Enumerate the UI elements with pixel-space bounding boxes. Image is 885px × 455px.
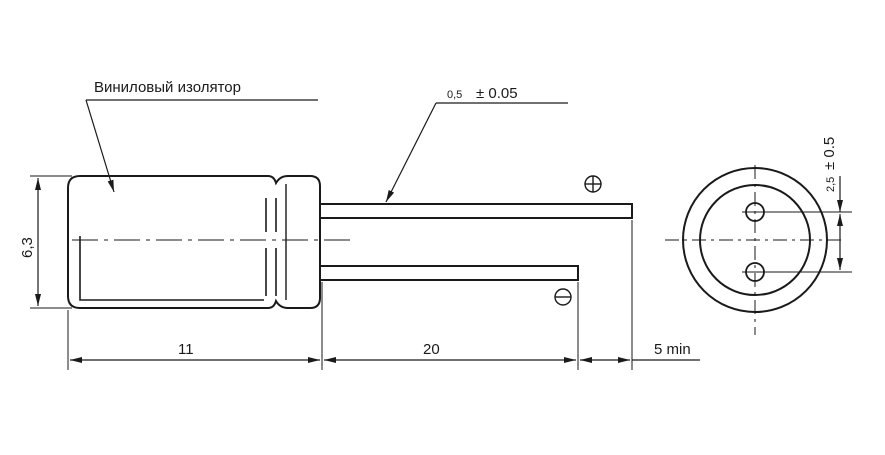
minus-sign-icon	[554, 288, 572, 306]
end-view	[665, 165, 845, 335]
lead-diameter-small: 0,5	[447, 89, 462, 101]
diameter-label: 6,3	[19, 237, 36, 258]
lead-long	[320, 203, 633, 219]
pitch-dimension: 2,5 ± 0.5	[764, 137, 852, 273]
plus-sign-icon	[584, 175, 602, 193]
body-length-label: 11	[178, 341, 194, 358]
lead-diameter-tolerance: ± 0.05	[476, 85, 518, 102]
lead-diameter-callout: 0,5 ± 0.05	[385, 85, 568, 203]
bottom-dimensions: 11 20 5 min	[67, 220, 700, 370]
capacitor-body	[67, 175, 321, 309]
lead-short	[320, 265, 579, 281]
insulator-label: Виниловый изолятор	[94, 79, 241, 96]
pitch-label: 2,5	[825, 177, 837, 192]
pitch-tolerance: ± 0.5	[821, 137, 838, 170]
diameter-dimension: 6,3	[19, 175, 72, 309]
lead-diff-label: 5 min	[654, 341, 691, 358]
lead-length-label: 20	[423, 341, 440, 358]
insulator-callout: Виниловый изолятор	[85, 79, 318, 193]
